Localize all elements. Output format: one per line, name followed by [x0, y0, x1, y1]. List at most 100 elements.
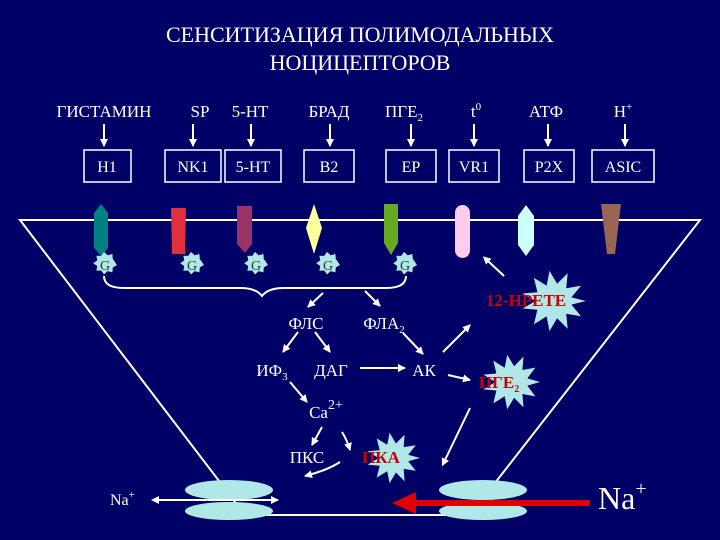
ligand-atp: АТФ: [529, 102, 563, 121]
arrow-if3-to-ca: [289, 381, 308, 403]
channel-h1: [94, 204, 108, 256]
pge2-starburst: [483, 354, 540, 410]
label-na-right-text: Na: [598, 480, 635, 516]
receptor-box-5ht: [224, 149, 282, 183]
channel-asic: [601, 204, 621, 254]
receptor-box-asic: [591, 149, 655, 183]
label-fla-sub: 2: [399, 324, 405, 336]
g-protein-1: G: [100, 259, 110, 274]
label-if3: ИФ3: [256, 361, 288, 383]
ligand-5ht: 5-HT: [232, 102, 269, 121]
arrow-ak-to-hpete: [442, 324, 471, 353]
channel-5ht: [237, 206, 252, 253]
receptor-box-vr1: [448, 149, 500, 183]
ligand-labels: ГИСТАМИН SP 5-HT БРАД ПГЕ2 t0 АТФ H+: [57, 101, 633, 124]
sodium-channels: [185, 480, 527, 520]
label-fla-text: ФЛА: [363, 314, 400, 333]
label-pkc: ПКС: [290, 448, 325, 467]
receptor-p2x: P2X: [535, 159, 564, 176]
receptor-5ht: 5-HT: [236, 159, 271, 176]
receptor-ep: EP: [402, 159, 421, 176]
arrow-to-fls: [307, 292, 324, 308]
receptor-box-h1: [83, 149, 132, 183]
g-protein-4: G: [323, 259, 333, 274]
receptor-vr1: VR1: [459, 159, 489, 176]
ligand-proton: H+: [614, 101, 633, 121]
label-pka: ПКА: [362, 448, 401, 467]
label-na-right: Na+: [598, 478, 647, 516]
channel-b2: [306, 204, 322, 254]
channel-vr1: [455, 205, 470, 258]
receptor-box-p2x: [523, 149, 575, 183]
label-calcium-sup: 2+: [328, 398, 343, 413]
channel-nk1: [171, 208, 186, 254]
label-na-left: Na+: [110, 489, 135, 509]
label-na-left-text: Na: [110, 492, 129, 509]
arrow-dag-pkc-to-channel: [304, 461, 341, 479]
g-protein-1-shape: [93, 251, 117, 275]
receptor-box-nk1: [164, 149, 222, 183]
ligand-pge2-sub: 2: [418, 112, 424, 124]
label-if3-text: ИФ: [256, 361, 282, 380]
membrane-channels: [94, 204, 621, 258]
label-pge2-sub: 2: [514, 384, 519, 395]
receptor-nk1: NK1: [177, 159, 208, 176]
label-na-left-sup: +: [129, 489, 135, 501]
label-fls: ФЛС: [288, 314, 323, 333]
ligand-temperature-text: t: [471, 102, 476, 121]
g-proteins: G G G G G: [93, 251, 417, 275]
label-na-right-sup: +: [635, 478, 646, 500]
g-protein-3: G: [251, 259, 261, 274]
label-if3-sub: 3: [282, 371, 288, 383]
g-protein-2: G: [187, 259, 197, 274]
label-calcium: Ca2+: [309, 398, 343, 422]
ligand-temperature-sup: 0: [476, 101, 482, 113]
channel-p2x: [518, 205, 534, 256]
ligand-pge2: ПГЕ2: [385, 102, 423, 124]
label-ak: АК: [412, 361, 436, 380]
label-dag: ДАГ: [314, 361, 348, 380]
receptor-boxes: H1 NK1 5-HT B2 EP VR1 P2X ASIC: [83, 149, 655, 183]
arrow-to-if3: [282, 331, 299, 353]
na-influx-arrow-head: [392, 492, 416, 514]
receptor-asic: ASIC: [605, 159, 641, 176]
receptor-box-ep: [385, 149, 437, 183]
arrow-ca-to-pkc: [311, 426, 323, 446]
label-calcium-text: Ca: [309, 403, 328, 422]
pathway-arrows: [282, 256, 505, 479]
label-hpete: 12-HPETE: [486, 291, 566, 310]
arrow-to-pka: [341, 431, 352, 451]
na-channel-right-top: [439, 480, 527, 500]
pathway-labels: ФЛС ФЛА2 ИФ3 ДАГ АК Ca2+ ПКС: [256, 314, 436, 467]
ligand-bradykinin: БРАД: [309, 102, 350, 121]
g-protein-2-shape: [180, 251, 204, 275]
ligand-temperature: t0: [471, 101, 482, 121]
arrow-ak-to-pge2: [447, 374, 471, 383]
arrow-to-fla: [364, 290, 381, 307]
ligand-sp: SP: [191, 102, 210, 121]
pka-starburst: [367, 432, 420, 484]
ligand-proton-text: H: [614, 102, 626, 121]
na-channel-right-bottom: [439, 502, 527, 520]
g-protein-4-shape: [316, 251, 340, 275]
starbursts: 12-HPETE ПГЕ2 ПКА: [362, 270, 586, 484]
label-fla: ФЛА2: [363, 314, 404, 336]
title-line-2: НОЦИЦЕПТОРОВ: [270, 50, 451, 75]
ligand-pge2-text: ПГЕ: [385, 102, 418, 121]
g-protein-5-shape: [393, 251, 417, 275]
receptor-h1: H1: [97, 159, 117, 176]
channel-ep: [384, 204, 398, 255]
arrow-pge2-to-pka: [441, 407, 471, 467]
hpete-starburst: [522, 270, 586, 332]
arrow-fla-to-ak: [402, 332, 424, 355]
ligand-proton-sup: +: [626, 101, 632, 113]
label-pge2: ПГЕ2: [479, 373, 519, 395]
title-line-1: СЕНСИТИЗАЦИЯ ПОЛИМОДАЛЬНЫХ: [166, 22, 554, 47]
g-protein-3-shape: [244, 251, 268, 275]
arrow-hpete-to-vr1: [482, 256, 505, 277]
ligand-histamine: ГИСТАМИН: [57, 102, 152, 121]
g-protein-5: G: [400, 259, 410, 274]
receptor-b2: B2: [320, 159, 339, 176]
